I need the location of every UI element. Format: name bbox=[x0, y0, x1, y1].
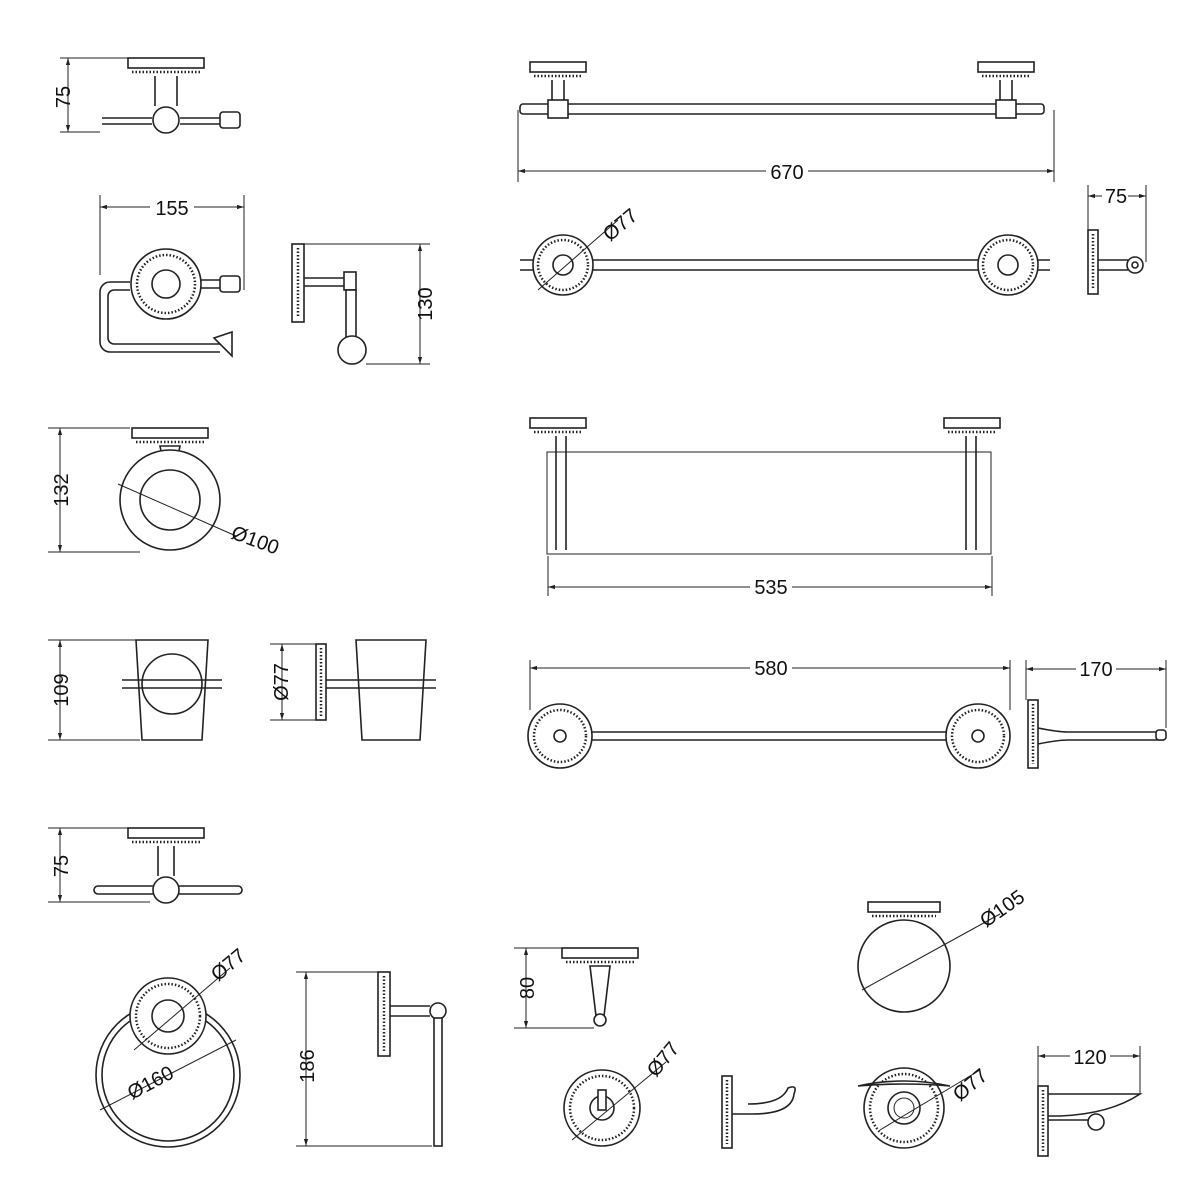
soap-dish-front-view: Ø77 bbox=[857, 1065, 992, 1149]
dim-towel-rail-length: 670 bbox=[770, 162, 803, 184]
tumbler-side-view: Ø77 bbox=[270, 639, 436, 741]
paper-holder-top-view: 75 bbox=[53, 57, 241, 134]
dim-tumbler-ring-diameter: Ø100 bbox=[228, 522, 282, 559]
robe-hook-side-view bbox=[721, 1075, 796, 1149]
paper-holder-front-view: 155 bbox=[99, 195, 245, 358]
towel-rail-side-view: 75 bbox=[1087, 185, 1147, 295]
towel-ring-side-view: 186 bbox=[296, 971, 447, 1147]
towel-bar-top-view: 75 bbox=[48, 827, 243, 904]
dim-towel-ring-backplate-diameter: Ø77 bbox=[207, 945, 250, 986]
dim-tumbler-backplate-diameter: Ø77 bbox=[271, 663, 293, 701]
robe-hook-top-view: 80 bbox=[514, 947, 639, 1029]
dim-towel-ring-height: 186 bbox=[297, 1049, 319, 1082]
paper-holder-side-view: 130 bbox=[291, 243, 437, 365]
dim-soap-dish-diameter: Ø105 bbox=[976, 886, 1029, 932]
dim-towel-rail-projection: 75 bbox=[1105, 186, 1127, 208]
robe-hook-front-view: Ø77 bbox=[563, 1038, 684, 1147]
soap-dish-top-view: Ø105 bbox=[857, 886, 1029, 1013]
glass-shelf-view: 535 bbox=[529, 417, 1001, 599]
dim-towel-bar-projection: 75 bbox=[51, 855, 73, 877]
dim-rail-580-projection: 170 bbox=[1079, 659, 1112, 681]
dim-paper-holder-side-height: 130 bbox=[415, 287, 437, 320]
dim-shelf-length: 535 bbox=[754, 577, 787, 599]
dim-paper-holder-top-height: 75 bbox=[53, 86, 75, 108]
towel-rail-670-front-view: Ø77 bbox=[520, 205, 1050, 296]
dim-towel-ring-diameter: Ø160 bbox=[124, 1062, 178, 1104]
soap-dish-side-view: 120 bbox=[1037, 1045, 1143, 1157]
tumbler-front-view: 109 bbox=[48, 639, 222, 741]
towel-rail-670-top-view: 670 bbox=[517, 61, 1055, 184]
towel-rail-580-front-view: 580 bbox=[527, 657, 1011, 769]
dim-rail-580-length: 580 bbox=[754, 658, 787, 680]
towel-rail-580-side-view: 170 bbox=[1025, 659, 1167, 769]
tumbler-holder-top-view: 132 Ø100 bbox=[48, 427, 282, 559]
dim-tumbler-height: 109 bbox=[51, 673, 73, 706]
dim-hook-backplate-diameter: Ø77 bbox=[643, 1038, 684, 1081]
dim-paper-holder-width: 155 bbox=[155, 198, 188, 220]
dim-soap-dish-projection: 120 bbox=[1073, 1047, 1106, 1069]
dim-tumbler-holder-height: 132 bbox=[51, 473, 73, 506]
dim-towel-rail-backplate-diameter: Ø77 bbox=[599, 205, 642, 246]
towel-ring-front-view: Ø77 Ø160 bbox=[95, 945, 250, 1148]
dim-soap-dish-backplate-diameter: Ø77 bbox=[949, 1065, 992, 1106]
dim-hook-projection: 80 bbox=[517, 977, 539, 999]
